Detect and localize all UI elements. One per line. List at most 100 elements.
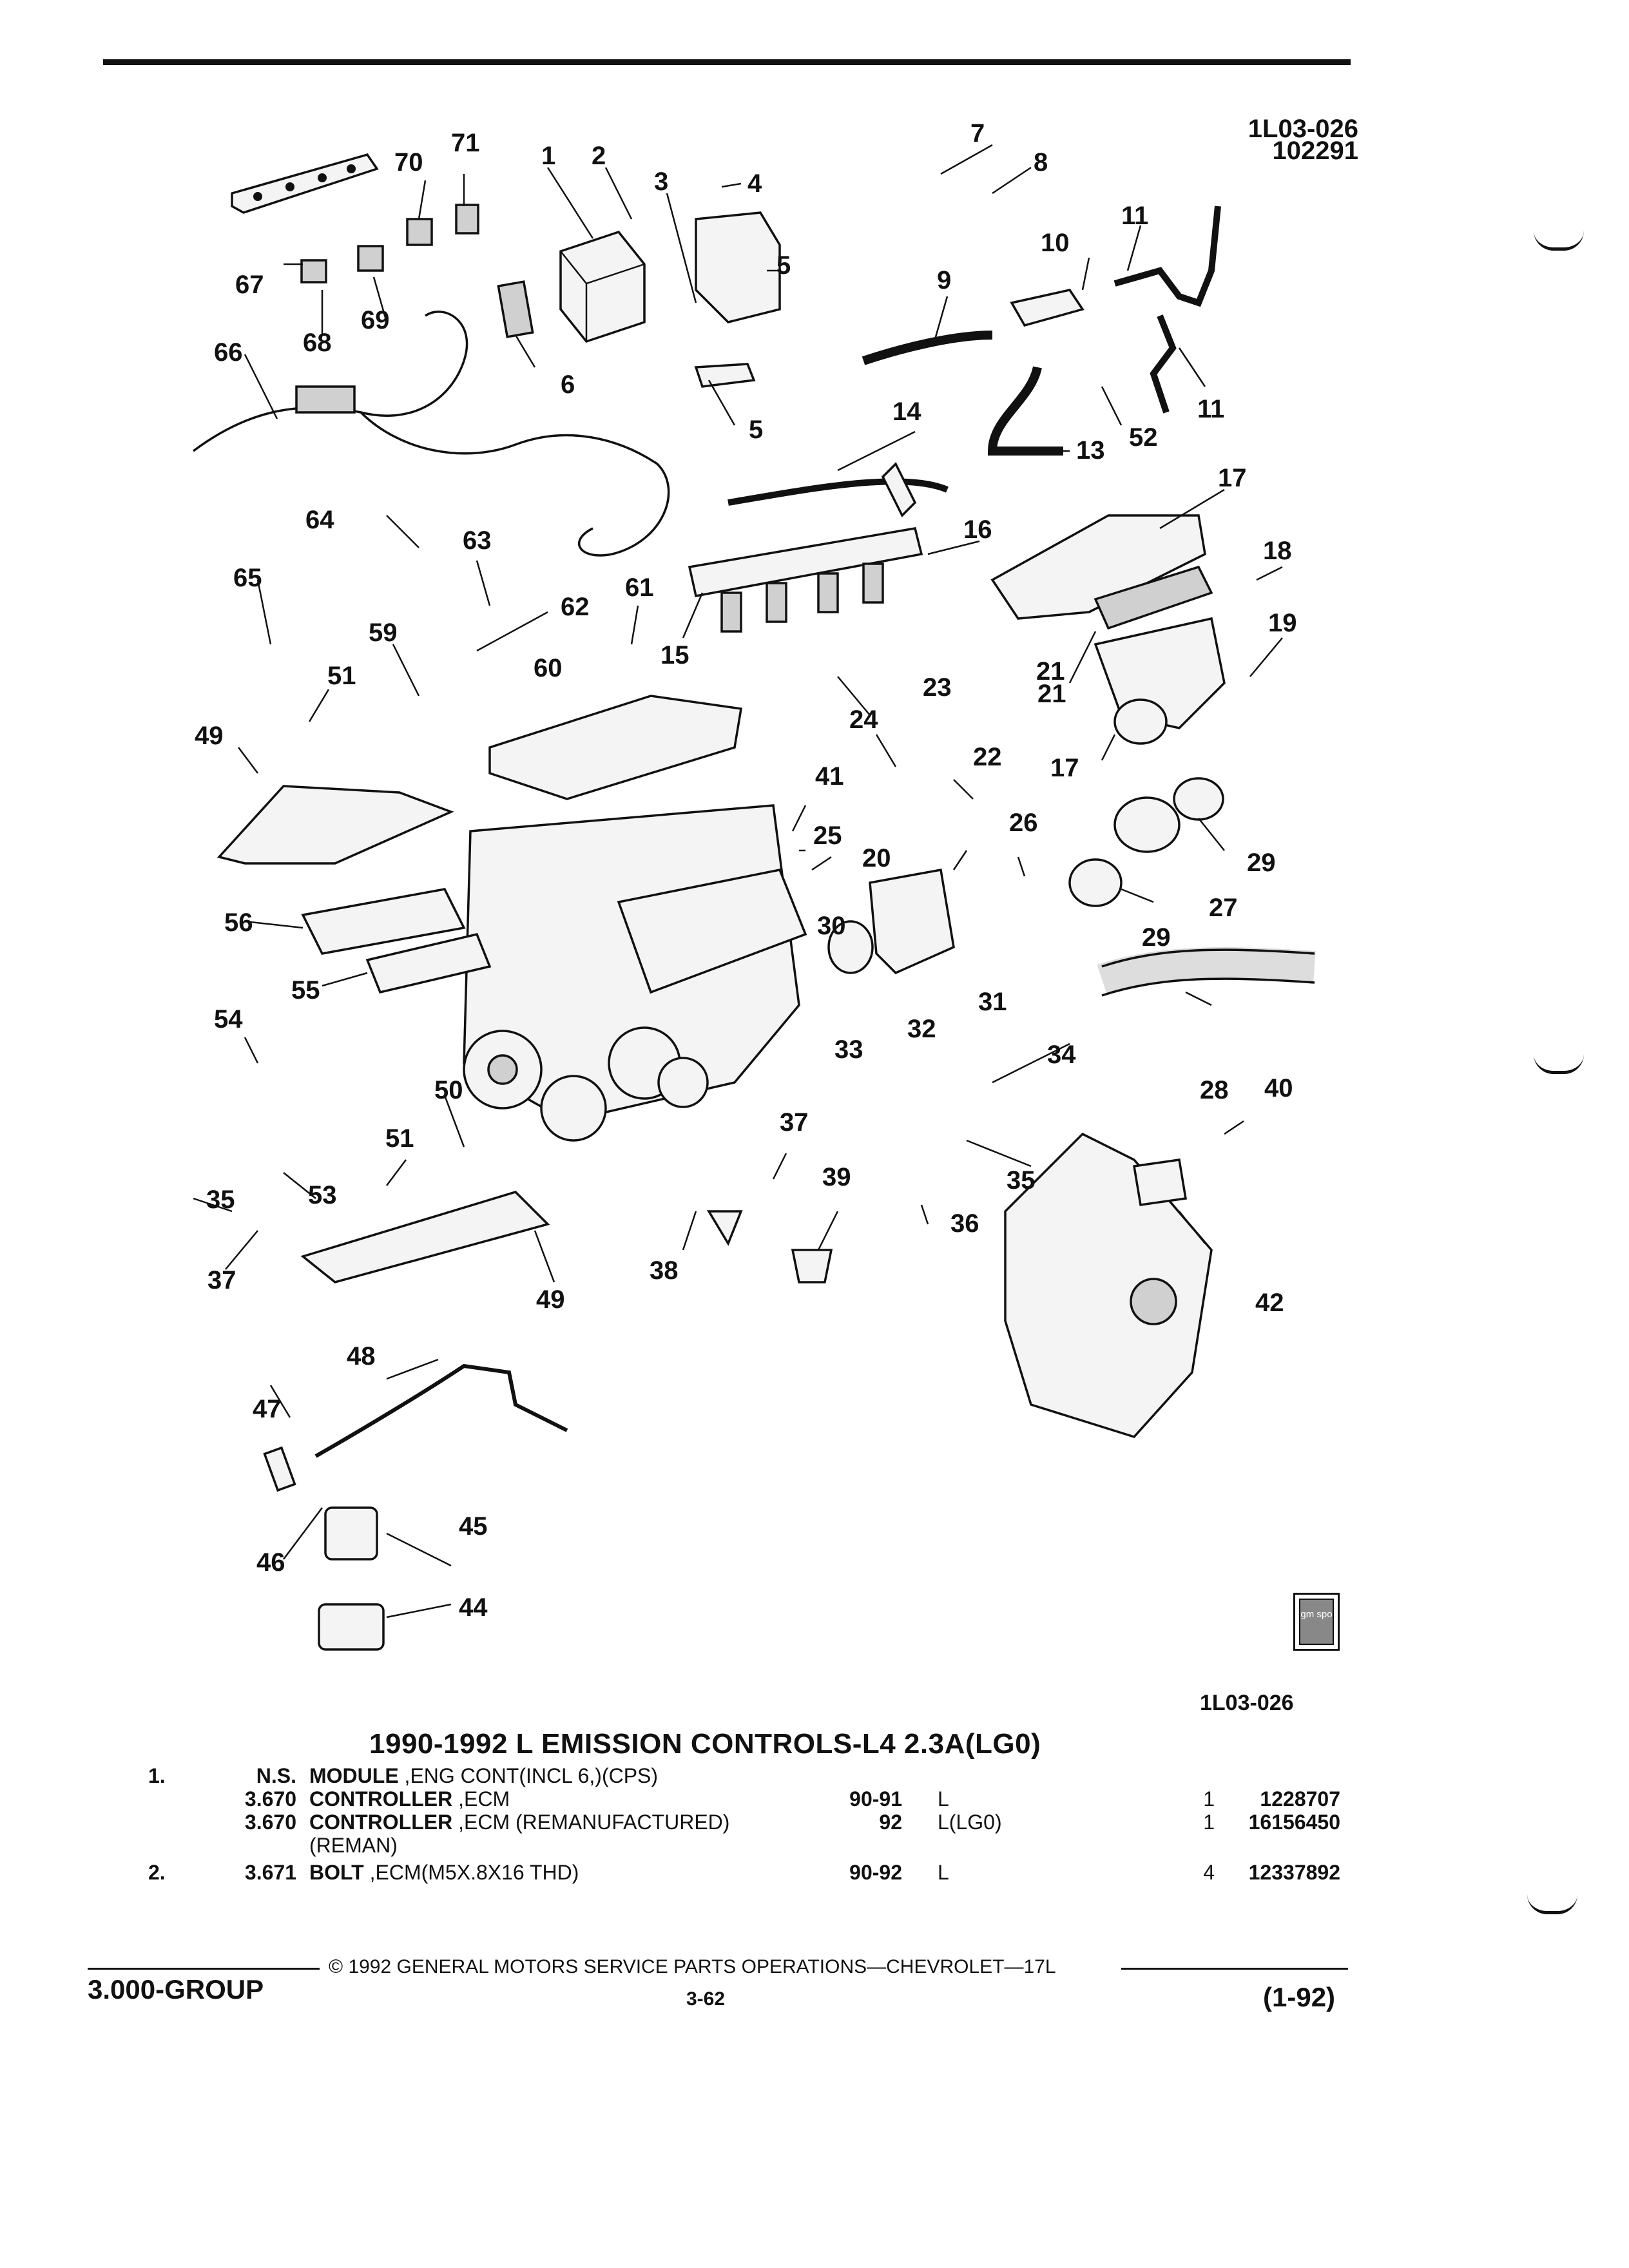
model-code: L [938, 1787, 949, 1811]
callout-37b: 37 [207, 1266, 236, 1294]
part-filter-seal [318, 1603, 385, 1651]
part-transaxle-housing [1004, 1132, 1213, 1439]
part-description: BOLT ,ECM(M5X.8X16 THD) [309, 1861, 579, 1884]
callout-47: 47 [253, 1395, 282, 1423]
part-clamp-29 [1173, 777, 1224, 821]
callout-68: 68 [303, 329, 332, 357]
callout-37: 37 [780, 1108, 809, 1137]
callout-39: 39 [822, 1163, 851, 1191]
callout-32: 32 [907, 1015, 936, 1043]
part-description: MODULE ,ENG CONT(INCL 6,)(CPS) [309, 1764, 658, 1787]
part-hose-11b [1150, 314, 1177, 414]
part-fuel-pipe-48 [314, 1363, 568, 1458]
part-air-cleaner-body [1094, 617, 1226, 729]
part-number: 1228707 [1260, 1787, 1340, 1811]
part-bracket-49 [217, 785, 454, 865]
callout-52: 52 [1129, 423, 1158, 452]
callout-19: 19 [1268, 609, 1297, 637]
callout-45: 45 [459, 1512, 488, 1541]
part-wiring-harness [192, 311, 670, 557]
part-relay-71 [455, 204, 479, 235]
part-fuel-filter [324, 1506, 378, 1561]
gm-spo-logo: gm spo [1293, 1593, 1340, 1651]
callout-28: 28 [1200, 1076, 1229, 1104]
part-detail: ,ECM(M5X.8X16 THD) [369, 1861, 579, 1884]
item-number: 1. [148, 1764, 166, 1787]
parts-list-title: 1990-1992 L EMISSION CONTROLS-L4 2.3A(LG… [369, 1728, 1041, 1760]
callout-3: 3 [654, 168, 668, 196]
callout-44: 44 [459, 1593, 488, 1622]
callout-69: 69 [361, 306, 390, 334]
group-number: 3.670 [244, 1811, 296, 1834]
quantity: 4 [1203, 1861, 1215, 1884]
quantity: 1 [1203, 1811, 1215, 1834]
callout-65: 65 [233, 564, 262, 592]
group-number: 3.670 [244, 1787, 296, 1811]
callout-54: 54 [214, 1005, 243, 1033]
part-fuel-rail [688, 527, 923, 633]
callout-38: 38 [650, 1256, 679, 1285]
callout-2: 2 [592, 142, 606, 170]
leader-lines [193, 144, 1283, 1619]
callout-59: 59 [369, 619, 398, 647]
group-label: 3.000-GROUP [88, 1974, 264, 2004]
parts-row: 3.670 CONTROLLER ,ECM 90-91 L 1 1228707 [0, 1787, 1629, 1811]
part-detail: ,ENG CONT(INCL 6,)(CPS) [404, 1764, 659, 1787]
callout-27: 27 [1209, 894, 1238, 922]
callout-30: 30 [817, 912, 846, 940]
part-prom [497, 280, 534, 338]
part-relay-70 [406, 218, 433, 246]
group-number: 3.671 [244, 1861, 296, 1884]
callout-1: 1 [541, 142, 555, 170]
part-sensor-42 [1132, 1158, 1188, 1206]
part-ecm-bracket [231, 153, 379, 214]
callout-42: 42 [1255, 1289, 1284, 1317]
callout-8: 8 [1034, 148, 1048, 177]
callout-22: 22 [973, 743, 1002, 771]
callout-17b: 17 [1050, 754, 1079, 782]
model-years: 90-91 [849, 1787, 902, 1811]
callout-25: 25 [813, 822, 842, 850]
callout-71: 71 [451, 129, 480, 157]
part-harness-connector [295, 385, 356, 414]
callout-50: 50 [434, 1076, 463, 1104]
callout-11: 11 [1121, 202, 1148, 230]
part-detail: ,ECM [458, 1787, 510, 1811]
callout-56: 56 [224, 908, 253, 937]
callout-5: 5 [776, 251, 791, 280]
parts-row: 2. 3.671 BOLT ,ECM(M5X.8X16 THD) 90-92 L… [0, 1861, 1629, 1884]
group-number: N.S. [256, 1764, 296, 1787]
footer-rule-left [88, 1968, 320, 1970]
callout-34: 34 [1047, 1041, 1076, 1069]
callout-31: 31 [978, 988, 1007, 1016]
model-years: 90-92 [849, 1861, 902, 1884]
callout-21b: 21 [1037, 680, 1066, 708]
reference-date: 102291 [1272, 137, 1358, 165]
part-throttle-body [869, 868, 955, 975]
part-hose-28 [1097, 947, 1316, 994]
callout-5b: 5 [749, 416, 763, 444]
callout-40: 40 [1264, 1074, 1293, 1102]
callout-16: 16 [963, 515, 992, 544]
callout-36: 36 [950, 1209, 979, 1238]
callout-29b: 29 [1142, 923, 1171, 952]
part-number: 12337892 [1248, 1861, 1340, 1884]
part-description: CONTROLLER ,ECM [309, 1787, 510, 1811]
part-switch-39 [791, 1249, 833, 1283]
model-code: L(LG0) [938, 1811, 1002, 1834]
page-number: 3-62 [686, 1988, 726, 2010]
callout-49b: 49 [536, 1285, 565, 1314]
part-hose-14 [728, 478, 949, 506]
footer-rule-right [1121, 1968, 1348, 1970]
callout-labels: 1 2 3 4 5 5 6 7 8 9 10 11 11 13 14 15 16… [195, 119, 1297, 1622]
callout-55: 55 [291, 976, 320, 1004]
callout-18: 18 [1263, 537, 1292, 565]
callout-66: 66 [214, 338, 243, 367]
callout-11b: 11 [1197, 395, 1224, 423]
part-engine-assembly [463, 695, 807, 1142]
copyright-line: © 1992 GENERAL MOTORS SERVICE PARTS OPER… [329, 1956, 1056, 1977]
callout-35b: 35 [206, 1186, 235, 1214]
part-sensor-38 [706, 1210, 743, 1246]
part-cover-plate [694, 363, 756, 388]
callout-29: 29 [1247, 849, 1276, 877]
